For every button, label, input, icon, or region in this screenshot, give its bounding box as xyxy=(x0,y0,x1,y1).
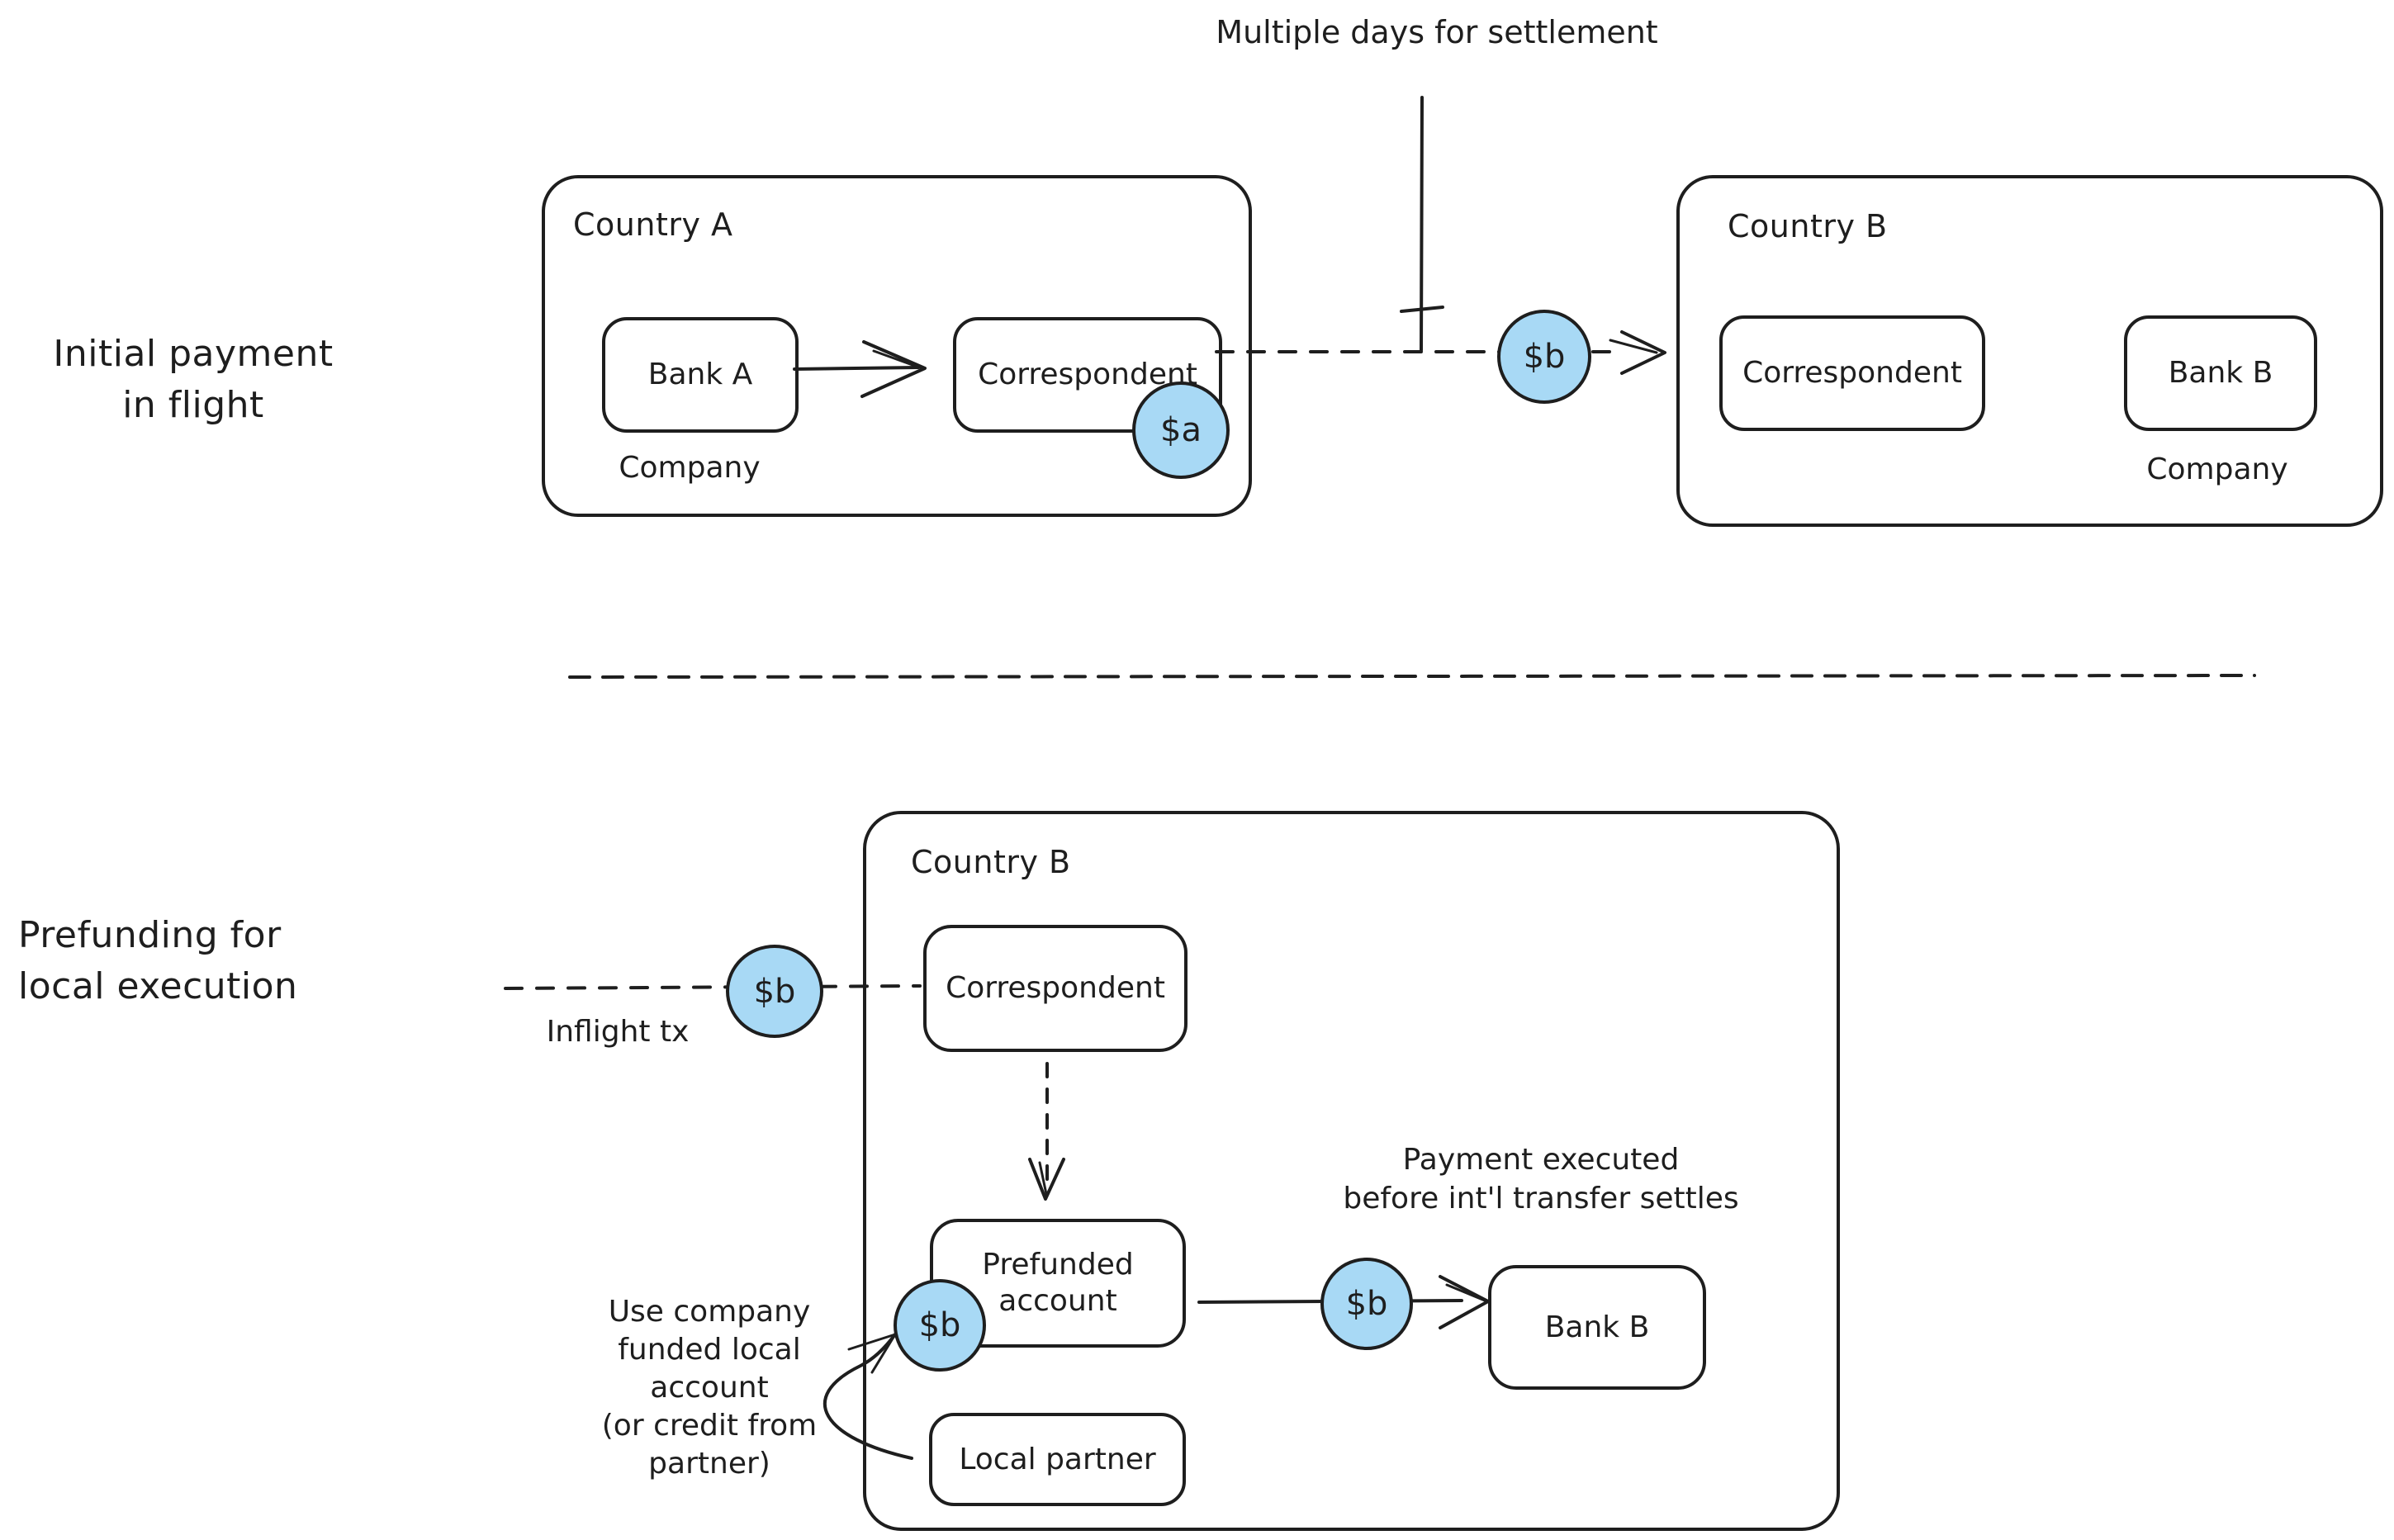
correspondent-b-label: Correspondent xyxy=(1742,356,1962,390)
transfer-amount-badge-label: $b xyxy=(1523,338,1566,376)
inflight-tx-label: Inflight tx xyxy=(546,1015,690,1049)
bank-a-box: Bank A xyxy=(602,317,799,433)
settlement-pointer-line xyxy=(1400,96,1444,352)
prefunding-label: Prefunding for local execution xyxy=(18,914,298,1007)
transfer-amount-badge: $b xyxy=(1497,310,1591,404)
intl-transfer-dashed-arrow xyxy=(1215,330,1666,375)
local-partner-label: Local partner xyxy=(959,1442,1156,1476)
correspondent-bottom-label: Correspondent xyxy=(946,971,1165,1005)
initial-payment-label: Initial payment in flight xyxy=(53,333,334,426)
payout-amount-badge: $b xyxy=(1320,1258,1413,1350)
company-b-label: Company xyxy=(2146,453,2288,486)
company-a-label: Company xyxy=(619,451,761,485)
use-company-annotation: Use company funded local account (or cre… xyxy=(601,1295,818,1481)
bank-b-box: Bank B xyxy=(2124,315,2317,431)
country-a-label: Country A xyxy=(573,206,733,243)
country-a-box: Country A Bank A Correspondent Company xyxy=(542,175,1252,517)
country-b-bottom-box: Country B Correspondent Prefunded accoun… xyxy=(863,811,1840,1531)
settlement-annotation: Multiple days for settlement xyxy=(1216,14,1658,50)
amount-a-badge: $a xyxy=(1132,381,1230,479)
amount-a-badge-label: $a xyxy=(1160,411,1202,449)
inflight-amount-badge-label: $b xyxy=(753,972,796,1011)
inflight-amount-badge: $b xyxy=(726,945,823,1038)
local-partner-box: Local partner xyxy=(929,1413,1186,1506)
correspondent-b-box: Correspondent xyxy=(1719,315,1985,431)
country-b-bottom-label: Country B xyxy=(911,844,1071,880)
payout-amount-badge-label: $b xyxy=(1345,1285,1388,1323)
bank-b-bottom-label: Bank B xyxy=(1544,1310,1650,1344)
correspondent-bottom-box: Correspondent xyxy=(923,925,1188,1052)
section-divider-line xyxy=(568,674,2256,679)
prefunded-amount-badge: $b xyxy=(894,1279,986,1372)
payment-executed-annotation: Payment executed before int'l transfer s… xyxy=(1343,1143,1739,1215)
country-b-box: Country B Correspondent Bank B Company xyxy=(1676,175,2383,527)
prefunded-amount-badge-label: $b xyxy=(918,1306,961,1344)
country-b-label: Country B xyxy=(1728,208,1888,244)
inflight-dashed-line xyxy=(504,984,922,990)
bank-a-label: Bank A xyxy=(647,358,753,391)
prefunded-account-label: Prefunded account xyxy=(982,1248,1134,1318)
bank-b-label: Bank B xyxy=(2168,356,2273,390)
bank-b-bottom-box: Bank B xyxy=(1488,1265,1706,1390)
